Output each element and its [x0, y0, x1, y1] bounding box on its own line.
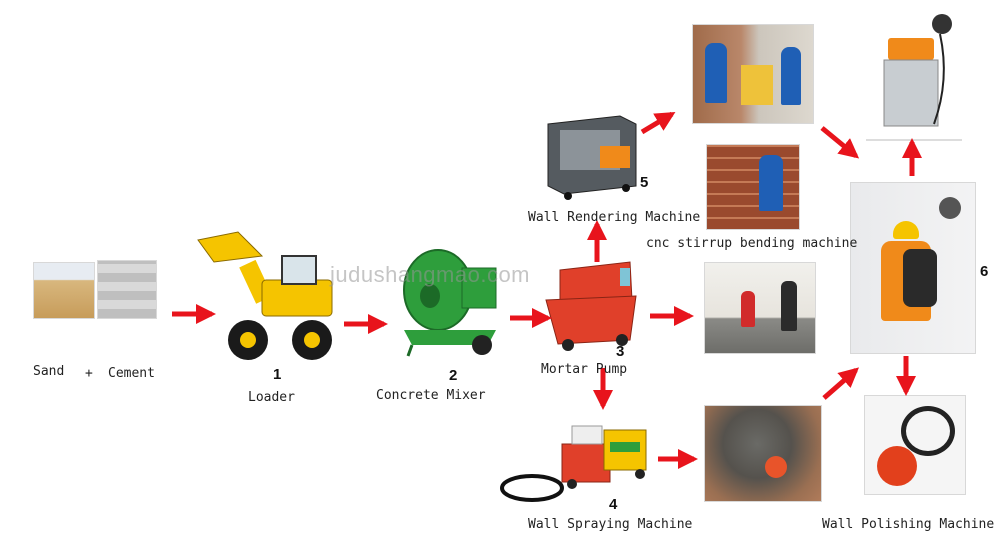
worker-figure — [741, 291, 755, 327]
arrow-wall-to-polisher — [820, 126, 860, 159]
loader-label: Loader — [248, 390, 295, 405]
helmet-figure — [893, 221, 919, 239]
flow-arrows — [172, 111, 922, 469]
sander-head-figure — [877, 446, 917, 486]
wall-spraying-photo — [704, 405, 822, 502]
sand-photo — [33, 262, 95, 319]
sander-disc-figure — [939, 197, 961, 219]
arrow-rendering-to-wall — [640, 111, 676, 135]
wall-polishing-label: Wall Polishing Machine — [822, 517, 995, 532]
worker-figure — [781, 281, 797, 331]
worker-figure — [781, 47, 801, 105]
worker-helmet — [765, 456, 787, 478]
polishing-tool-photo — [864, 395, 966, 495]
arrow-spray-wall-to-polisher — [822, 367, 860, 400]
wall-spraying-machine-illustration — [500, 425, 647, 502]
step-number-5: 5 — [640, 174, 649, 191]
cement-label: Cement — [108, 366, 155, 381]
cnc-stirrup-photo — [706, 144, 800, 230]
step-number-4: 4 — [609, 496, 618, 513]
mortar-pump-illustration — [545, 261, 637, 351]
rendering-machine-figure — [741, 65, 773, 105]
wall-rendering-machine-illustration — [547, 115, 637, 200]
step-number-2: 2 — [449, 367, 458, 384]
wall-rendering-label: Wall Rendering Machine — [528, 210, 701, 225]
plus-sign: + — [85, 366, 93, 381]
wall-rendering-workers-photo — [692, 24, 814, 124]
watermark-text: judushangmao.com — [330, 262, 531, 287]
concrete-mixer-label: Concrete Mixer — [376, 388, 486, 403]
worker-figure — [705, 43, 727, 103]
step-number-3: 3 — [616, 343, 625, 360]
mortar-workers-photo — [704, 262, 816, 354]
cnc-stirrup-label: cnc stirrup bending machine — [646, 236, 858, 251]
step-number-6: 6 — [980, 263, 989, 280]
step-number-1: 1 — [273, 366, 282, 383]
sand-label: Sand — [33, 364, 65, 379]
cable-coil-figure — [901, 406, 955, 456]
worker-figure — [759, 155, 783, 211]
backpack-figure — [903, 249, 937, 307]
loader-illustration — [197, 231, 333, 360]
wall-polishing-worker-photo — [850, 182, 976, 354]
mortar-pump-label: Mortar Pump — [541, 362, 628, 377]
vacuum-cleaner-illustration — [866, 14, 962, 141]
cement-photo — [97, 260, 157, 319]
wall-spraying-label: Wall Spraying Machine — [528, 517, 693, 532]
concrete-mixer-illustration — [403, 249, 497, 357]
